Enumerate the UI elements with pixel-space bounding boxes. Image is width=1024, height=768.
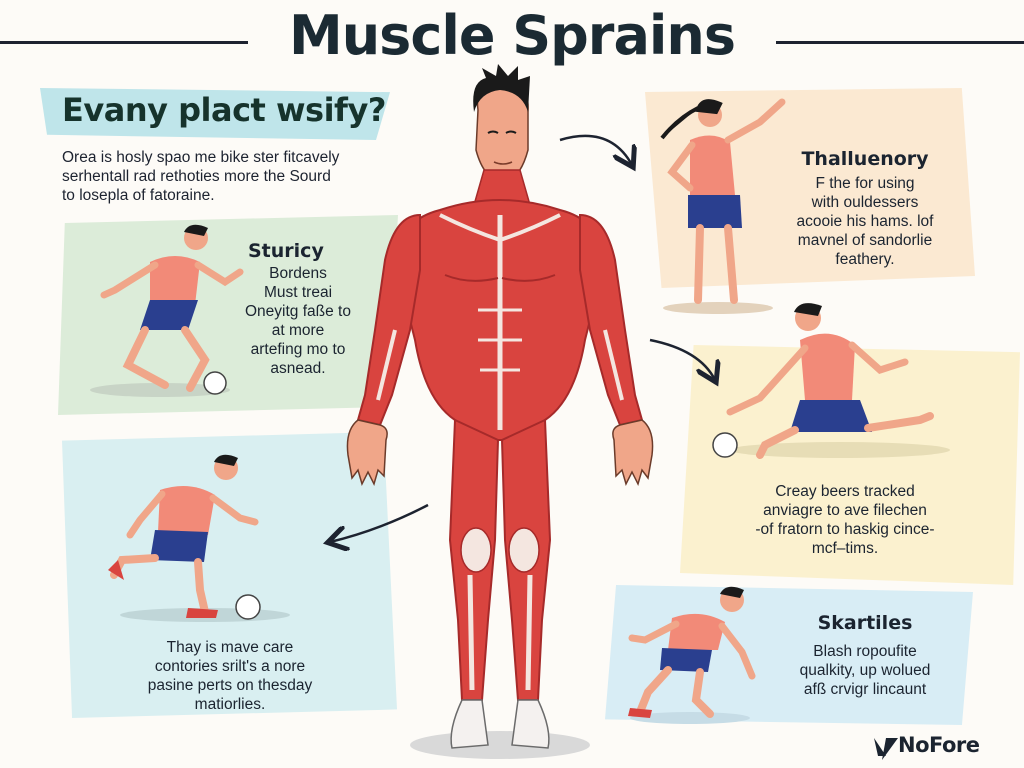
intro-line: Orea is hosly spao me bike ster fitcavel… — [62, 149, 340, 166]
arrow-to-teal — [330, 503, 429, 542]
panel-green — [58, 215, 398, 415]
brand-logo: NoFore — [872, 733, 980, 757]
subtitle-banner-text: Evany plact wsify? — [62, 91, 386, 129]
athlete-runner — [90, 224, 244, 397]
panel-beige-line: mavnel of sandorlie — [797, 232, 933, 249]
panel-yellow-line: Creay beers tracked — [775, 483, 915, 500]
panel-green-line: Bordens — [269, 265, 327, 282]
intro-paragraph: Orea is hosly spao me bike ster fitcavel… — [62, 148, 422, 205]
arrow-to-yellow — [649, 338, 715, 380]
panel-green-text: Bordens Must treai Oneyitg faße to at mo… — [218, 264, 378, 378]
panel-green-line: Must treai — [263, 284, 333, 301]
panel-blue-text: Blash ropoufite qualkity, up wolued afß … — [760, 642, 970, 699]
panel-green-line: at more — [271, 322, 325, 339]
panel-blue-line: Blash ropoufite — [813, 643, 917, 660]
page-title: Muscle Sprains — [289, 4, 736, 67]
panel-teal-line: Thay is mave care — [166, 639, 294, 656]
brand-logo-text: NoFore — [898, 733, 980, 757]
panel-beige-line: with ouldessers — [811, 194, 919, 211]
athlete-reaching — [628, 586, 756, 724]
panel-beige-line: F the for using — [815, 175, 915, 192]
panel-teal-line: matiorlies. — [194, 696, 266, 713]
panel-teal-text: Thay is mave care contories srilt's a no… — [80, 638, 380, 714]
athlete-kicking — [108, 454, 290, 622]
panel-beige-line: acooie his hams. lof — [796, 213, 934, 230]
panel-green-heading: Sturicy — [248, 240, 324, 262]
panel-green-line: asnead. — [270, 360, 326, 377]
panel-beige-text: F the for using with ouldessers acooie h… — [760, 174, 970, 269]
panel-yellow-line: anviagre to ave filechen — [763, 502, 927, 519]
panel-beige-heading: Thalluenory — [801, 148, 929, 170]
panel-yellow-line: -of fratorn to haskig cince- — [755, 521, 935, 538]
panel-teal-line: pasine perts on thesday — [147, 677, 313, 694]
athlete-stretching — [660, 98, 786, 314]
panel-teal-line: contories srilt's a nore — [154, 658, 306, 675]
panel-green-line: artefing mo to — [250, 341, 346, 358]
intro-line: serhentall rad rethoties more the Sourd — [62, 168, 331, 185]
athlete-lunging — [712, 303, 950, 459]
logo-mark-icon — [874, 738, 898, 760]
panel-blue-line: afß crvigr lincaunt — [803, 681, 927, 698]
panel-beige-line: feathery. — [835, 251, 895, 268]
subtitle-banner — [40, 88, 390, 140]
title-rule-left — [0, 41, 248, 44]
title-rule-right — [776, 41, 1024, 44]
panel-blue-line: qualkity, up wolued — [799, 662, 931, 679]
panel-green-line: Oneyitg faße to — [245, 303, 351, 320]
panel-blue-heading: Skartiles — [817, 612, 913, 634]
intro-line: to losepla of fatoraine. — [62, 187, 215, 204]
arrow-to-beige — [559, 134, 632, 165]
panel-yellow-line: mcf–tims. — [811, 540, 879, 557]
panel-yellow-text: Creay beers tracked anviagre to ave file… — [695, 482, 995, 558]
anatomy-figure — [346, 64, 654, 759]
